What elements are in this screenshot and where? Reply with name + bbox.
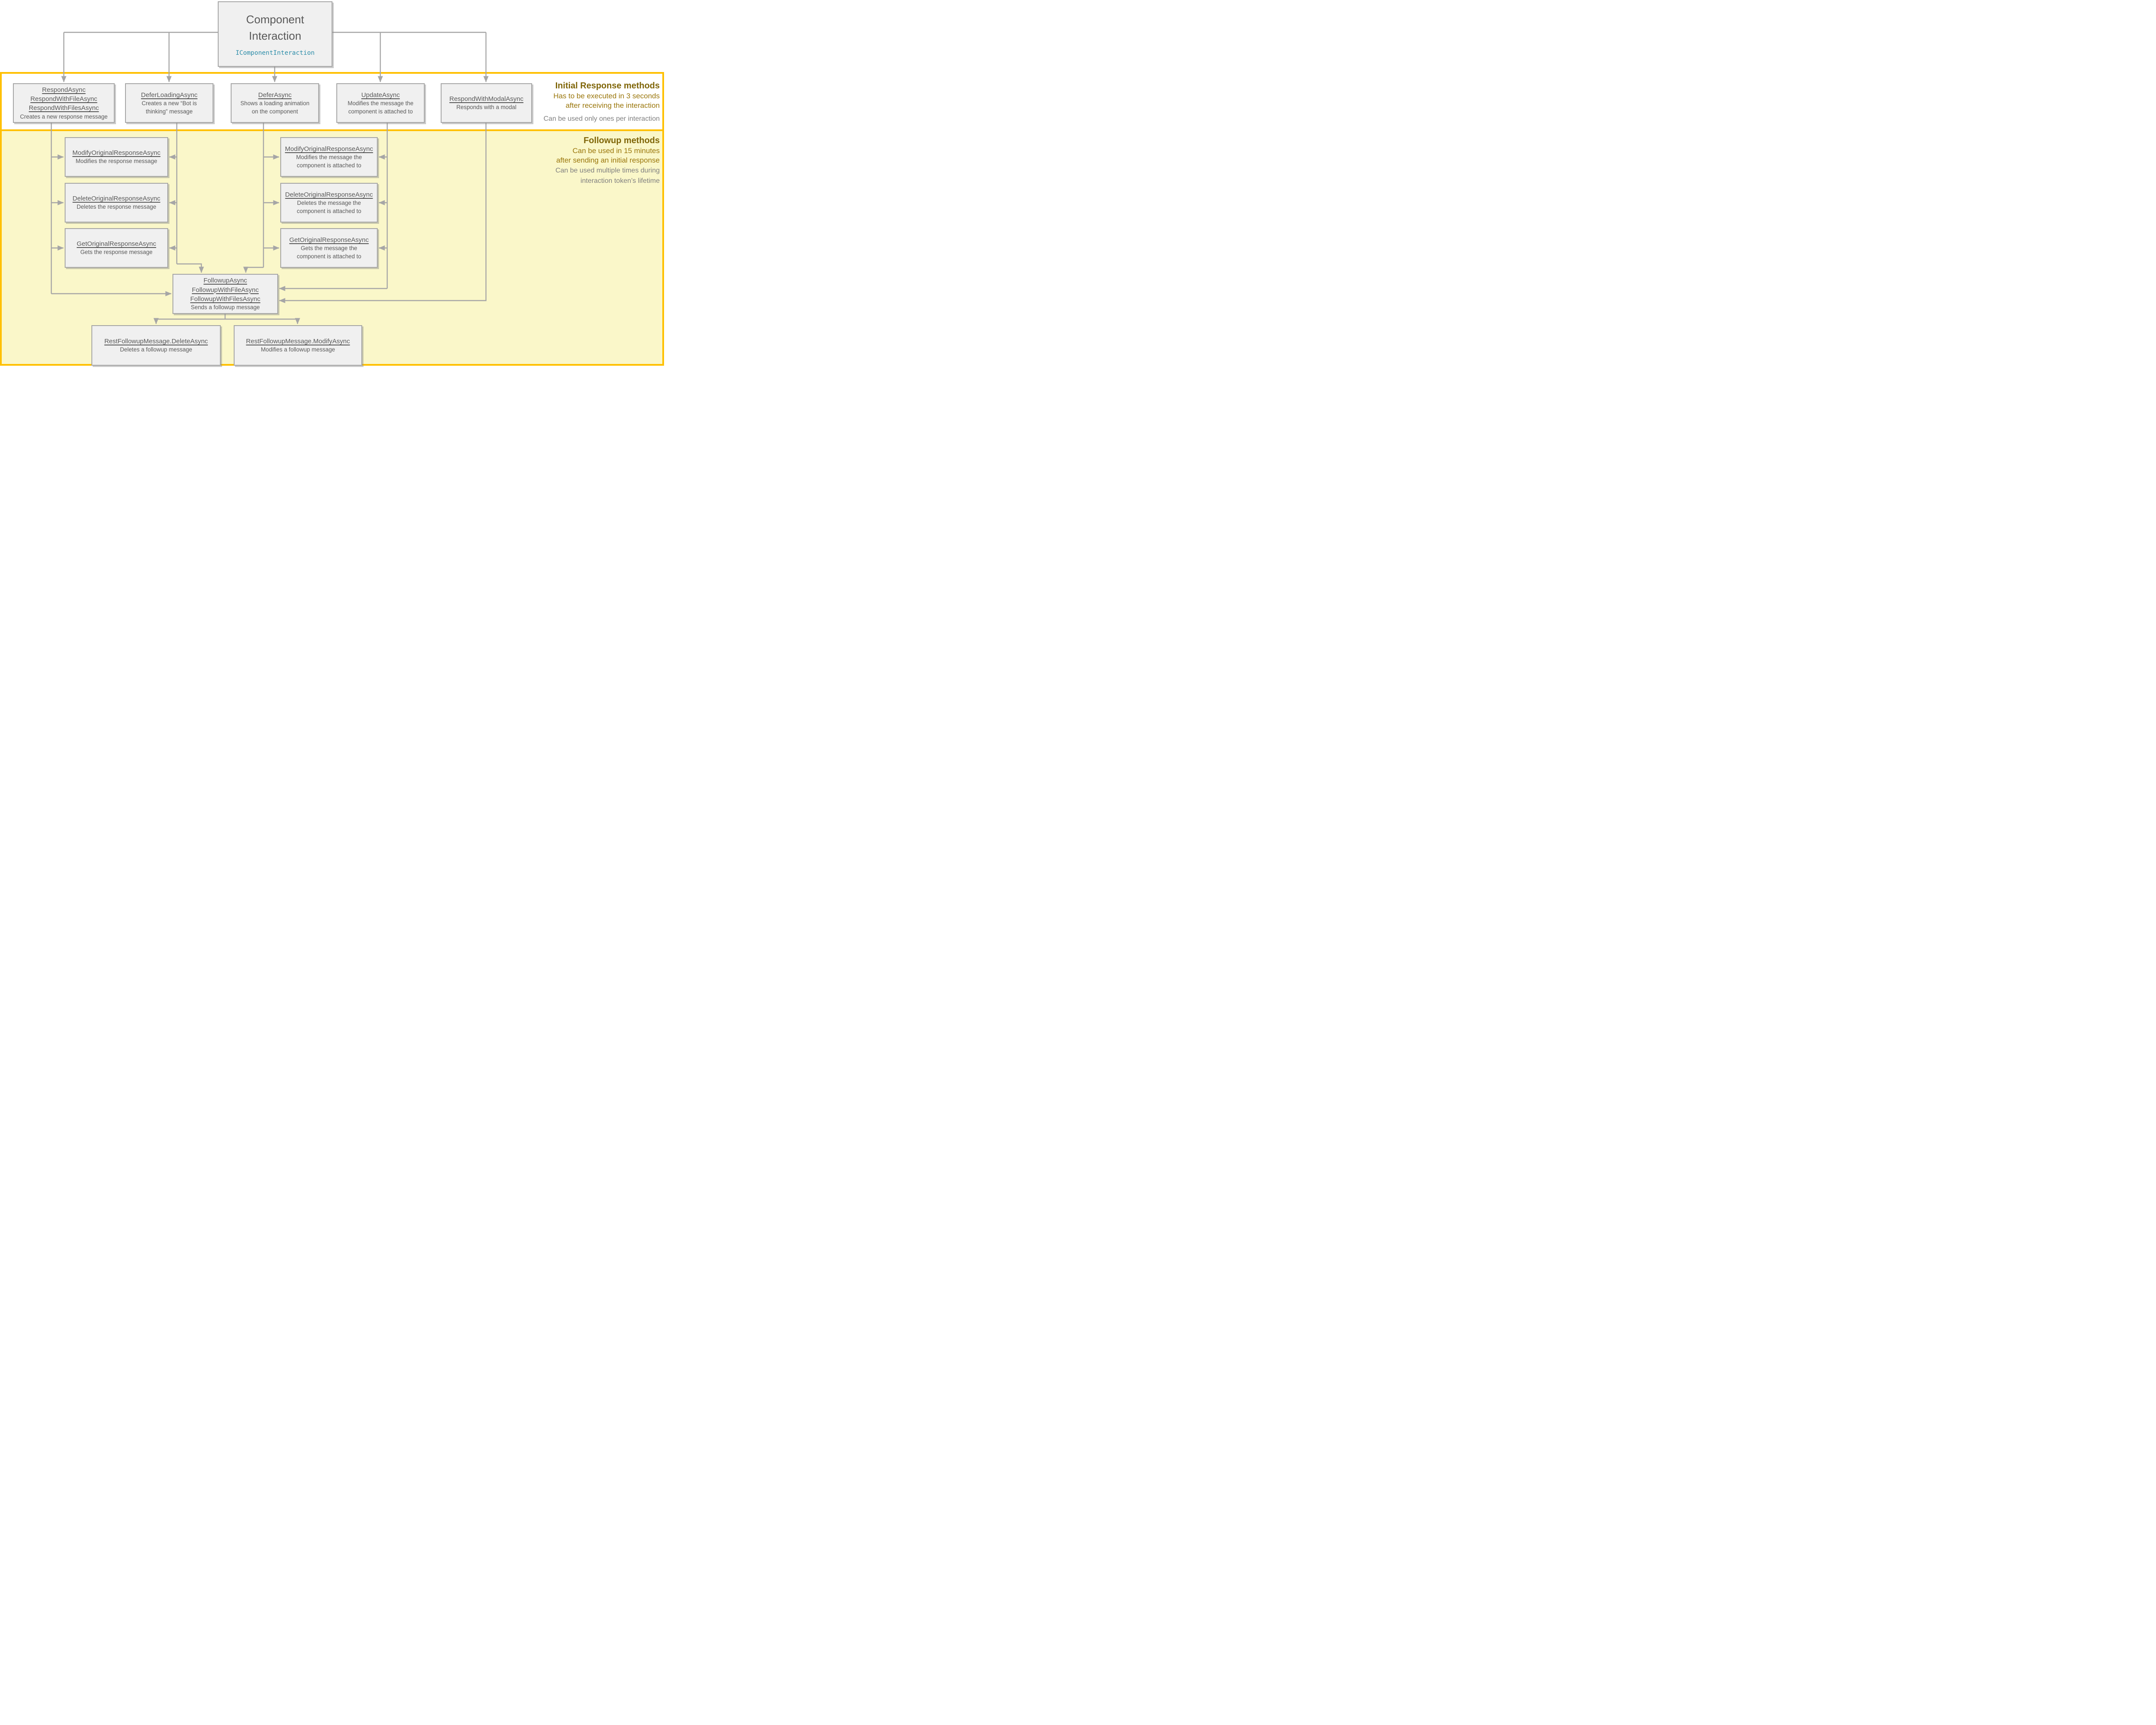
method-name: FollowupWithFileAsync	[191, 286, 259, 294]
method-description: Gets the response message	[80, 249, 153, 256]
root-title-line: Component	[246, 13, 304, 26]
method-description: component is attached to	[297, 253, 361, 260]
method-description: Shows a loading animation	[240, 100, 310, 107]
method-description: Creates a new “Bot is	[141, 100, 197, 107]
initial-response-rule: Has to be executed in 3 seconds	[553, 92, 660, 100]
root-title-line: Interaction	[249, 29, 301, 42]
method-name: DeleteOriginalResponseAsync	[72, 195, 160, 203]
method-name: GetOriginalResponseAsync	[76, 240, 157, 248]
method-name: RespondWithFilesAsync	[28, 104, 99, 112]
diagram-canvas: Component Interaction IComponentInteract…	[0, 0, 664, 367]
method-name: FollowupWithFilesAsync	[190, 295, 260, 303]
method-name: DeleteOriginalResponseAsync	[285, 191, 373, 198]
method-name: GetOriginalResponseAsync	[289, 236, 369, 244]
method-description: on the component	[251, 108, 298, 115]
method-name: RespondAsync	[42, 86, 86, 94]
method-description: Sends a followup message	[191, 304, 260, 311]
method-description: Deletes a followup message	[120, 346, 192, 353]
followup-heading: Followup methods	[583, 136, 660, 145]
method-description: Deletes the message the	[297, 200, 361, 207]
method-name: DeferAsync	[258, 91, 292, 99]
method-description: component is attached to	[297, 162, 361, 169]
followup-note: interaction token’s lifetime	[580, 177, 660, 185]
method-description: Modifies a followup message	[261, 346, 335, 353]
method-name: FollowupAsync	[204, 277, 247, 285]
method-description: Modifies the message the	[296, 154, 362, 161]
method-name: RestFollowupMessage.ModifyAsync	[246, 338, 350, 345]
node-component-interaction: Component Interaction IComponentInteract…	[218, 1, 332, 67]
followup-annotation: Followup methods Can be used in 15 minut…	[555, 135, 660, 186]
initial-response-heading: Initial Response methods	[555, 81, 660, 91]
method-description: Gets the message the	[301, 245, 357, 252]
method-name: ModifyOriginalResponseAsync	[285, 145, 373, 153]
initial-response-note: Can be used only ones per interaction	[543, 115, 660, 122]
method-description: component is attached to	[297, 207, 361, 214]
method-name: ModifyOriginalResponseAsync	[72, 149, 161, 157]
method-description: component is attached to	[348, 108, 413, 115]
followup-rule: after sending an initial response	[556, 156, 660, 165]
method-name: DeferLoadingAsync	[141, 91, 197, 99]
method-name: RespondWithModalAsync	[449, 95, 523, 103]
method-description: Modifies the response message	[75, 158, 157, 165]
method-name: UpdateAsync	[361, 91, 400, 99]
followup-note: Can be used multiple times during	[555, 166, 660, 174]
method-name: RestFollowupMessage.DeleteAsync	[104, 338, 208, 345]
method-description: Responds with a modal	[456, 104, 517, 111]
root-interface-name: IComponentInteraction	[235, 50, 315, 57]
method-name: RespondWithFileAsync	[30, 95, 97, 103]
method-description: thinking” message	[146, 108, 193, 115]
method-description: Creates a new response message	[20, 113, 108, 120]
followup-rule: Can be used in 15 minutes	[572, 147, 660, 155]
initial-response-annotation: Initial Response methods Has to be execu…	[543, 80, 660, 124]
method-description: Deletes the response message	[76, 204, 157, 210]
method-description: Modifies the message the	[348, 100, 414, 107]
initial-response-rule: after receiving the interaction	[565, 101, 660, 110]
connector-arrows	[50, 31, 489, 324]
